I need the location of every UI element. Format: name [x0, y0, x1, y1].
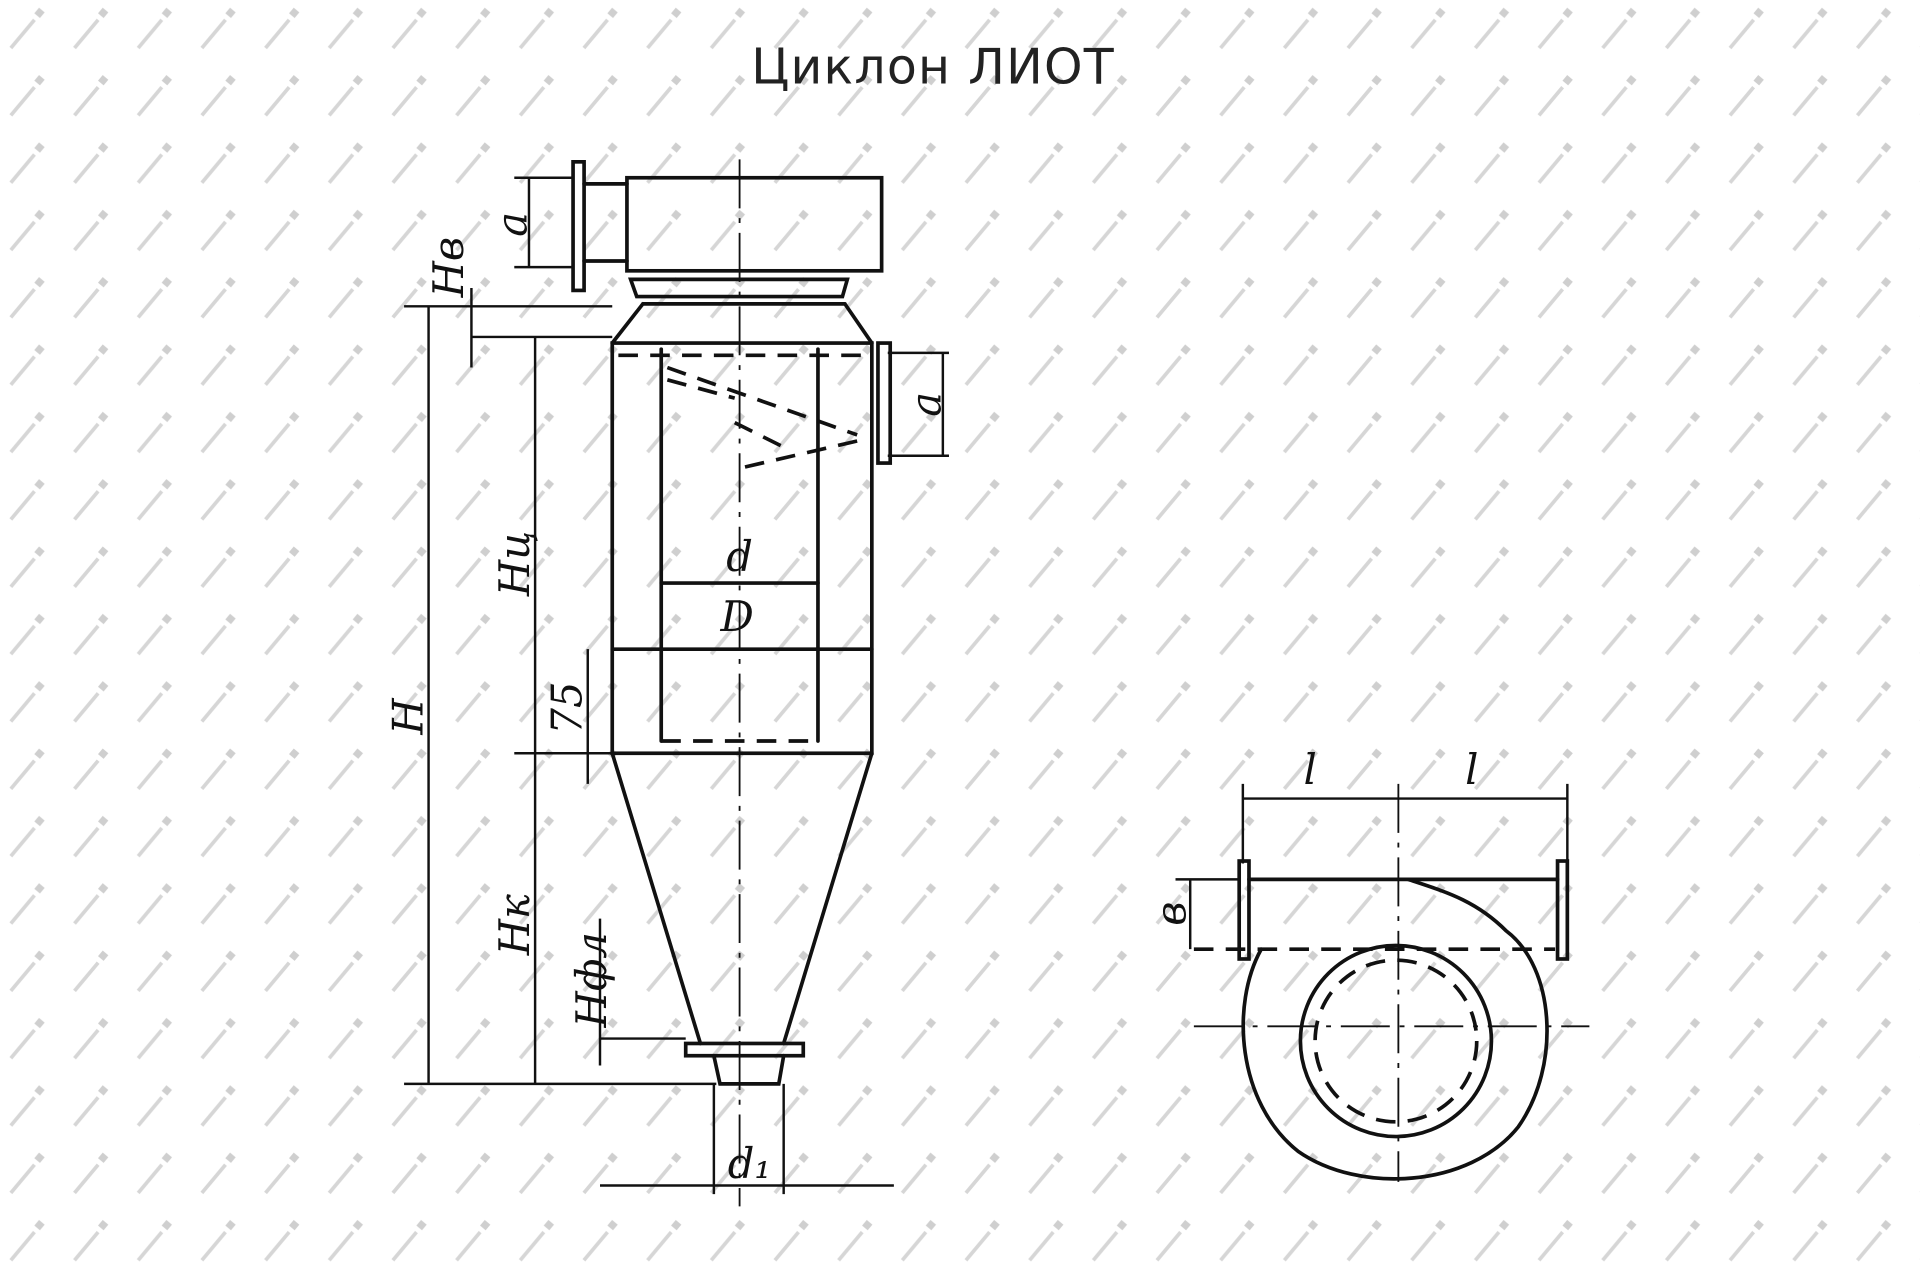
cyclone-front-view: a Hв a Hц H 75 Hк Hфл d D d₁ — [383, 159, 950, 1207]
exhaust-pipe-hidden — [1313, 958, 1479, 1124]
dim-d1 — [600, 1083, 894, 1195]
dust-outlet — [712, 1053, 786, 1086]
dim-d-D — [610, 581, 874, 652]
spiral-body — [1241, 877, 1549, 1181]
label-75: 75 — [543, 681, 592, 734]
hidden-lines — [618, 353, 870, 743]
label-b: в — [1146, 902, 1195, 926]
label-hc: Hц — [490, 531, 539, 597]
cone — [610, 751, 874, 1046]
inlet-flange — [876, 341, 893, 465]
outlet-pipe — [582, 182, 629, 263]
label-D: D — [719, 592, 753, 641]
label-hfl: Hфл — [567, 932, 616, 1028]
cyclone-top-view: l l в — [1146, 745, 1590, 1182]
top-flange — [628, 277, 850, 299]
dim-heights — [404, 287, 717, 1086]
cylinder-body — [610, 341, 874, 756]
inner-cylinder — [1298, 943, 1494, 1139]
label-d1: d₁ — [728, 1139, 771, 1188]
label-d: d — [726, 532, 753, 581]
dim-a-inlet — [887, 351, 949, 457]
label-h: H — [383, 698, 432, 736]
label-a-top: a — [488, 212, 537, 237]
outlet-flange — [571, 159, 586, 293]
label-a-inlet: a — [901, 392, 950, 417]
drawing-title: Циклон ЛИОТ — [751, 38, 1115, 95]
dim-a-top — [514, 176, 574, 269]
label-hv: Hв — [424, 237, 473, 299]
right-flange — [1555, 859, 1570, 961]
label-l-left: l — [1304, 745, 1317, 794]
dim-l — [1241, 783, 1569, 864]
label-hk: Hк — [490, 894, 539, 956]
label-l-right: l — [1465, 745, 1478, 794]
outlet-box — [625, 175, 884, 273]
dim-75-hfl — [586, 649, 686, 1066]
neck-cone — [610, 302, 874, 345]
dim-b — [1175, 878, 1240, 950]
bottom-flange — [683, 1041, 806, 1058]
inner-pipe — [659, 347, 820, 743]
